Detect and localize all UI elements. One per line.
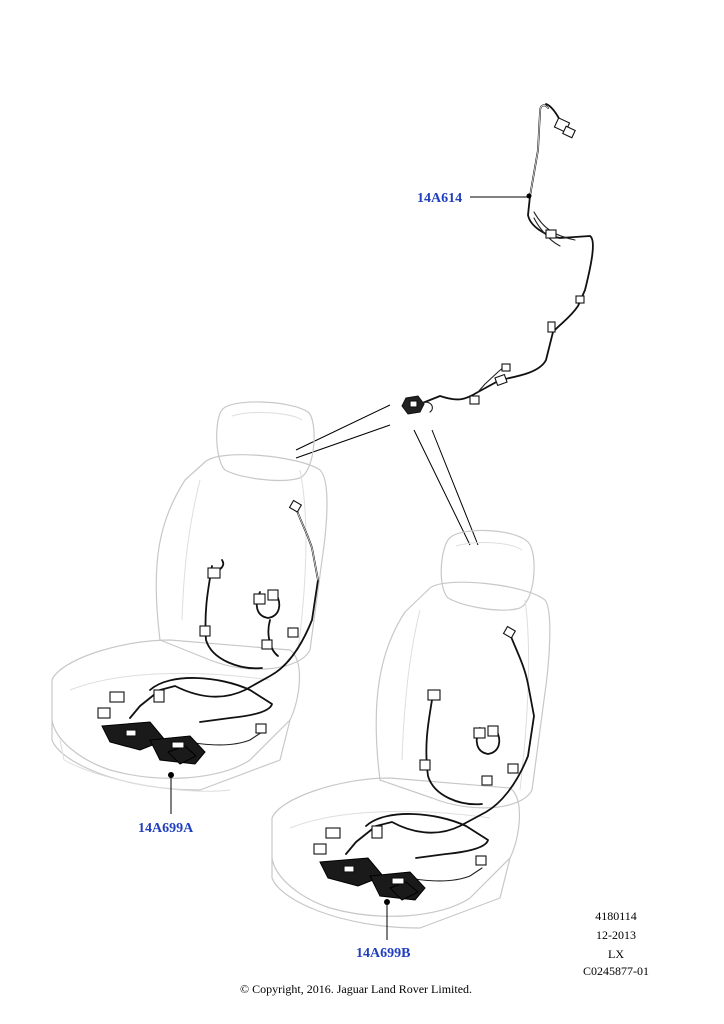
left-seat [51, 401, 328, 792]
info-line-2: 12-2013 [596, 928, 636, 942]
right-seat [271, 529, 551, 929]
callout-14A699B: 14A699B [356, 946, 410, 961]
callout-14A614: 14A614 [417, 191, 462, 206]
info-line-3: LX [608, 947, 624, 961]
info-line-4: C0245877-01 [583, 964, 649, 978]
right-seat-harness [313, 625, 535, 940]
reference-leaders [295, 404, 479, 546]
top-harness [401, 103, 594, 415]
info-line-1: 4180114 [595, 909, 637, 923]
info-block: 4180114 12-2013 LX C0245877-01 [583, 909, 649, 978]
copyright-notice: © Copyright, 2016. Jaguar Land Rover Lim… [240, 982, 472, 996]
left-seat-harness [97, 499, 319, 814]
callout-14A699A: 14A699A [138, 821, 194, 836]
